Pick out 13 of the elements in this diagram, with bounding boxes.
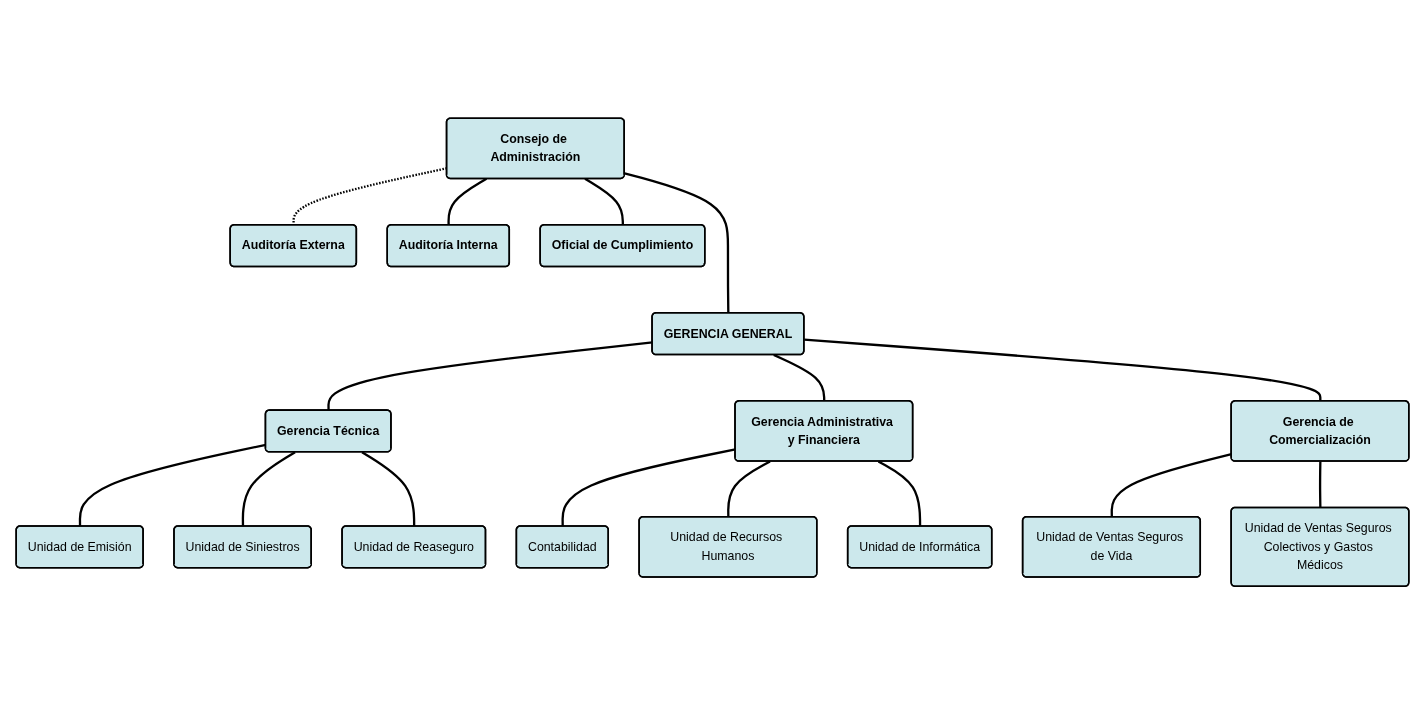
connector xyxy=(804,338,1322,402)
connector xyxy=(584,177,624,225)
connector xyxy=(447,177,488,225)
connector xyxy=(561,448,736,527)
connector xyxy=(773,353,826,402)
connector xyxy=(361,451,416,527)
connector xyxy=(624,171,730,313)
connector xyxy=(1110,452,1232,517)
connector xyxy=(1318,461,1322,508)
connector xyxy=(241,451,296,527)
connector xyxy=(727,460,771,517)
connector xyxy=(877,460,922,527)
connector xyxy=(327,341,653,411)
